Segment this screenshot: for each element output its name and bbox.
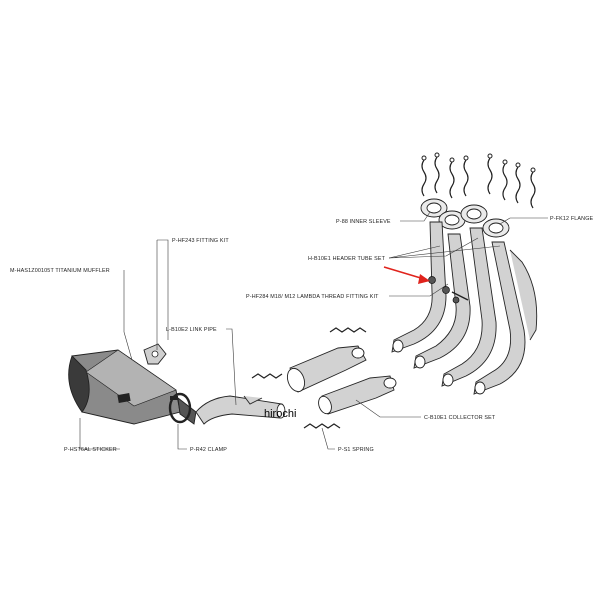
link-pipe	[195, 395, 286, 425]
header-tubes	[391, 221, 538, 395]
label-spring: P-S1 SPRING	[338, 447, 374, 453]
label-lambda-fitting-kit: P-HF284 M18/ M12 LAMBDA THREAD FITTING K…	[246, 294, 379, 300]
label-header-tube-set: H-B10E1 HEADER TUBE SET	[308, 256, 386, 262]
flanges	[420, 198, 510, 238]
fitting-kit	[143, 343, 167, 365]
collector-set	[286, 345, 397, 415]
leader-lines	[79, 211, 548, 450]
loose-springs	[251, 327, 367, 429]
label-titanium-muffler: M-HAS1Z00105T TITANIUM MUFFLER	[10, 268, 110, 274]
red-arrow-icon	[383, 266, 430, 284]
clamp	[168, 392, 192, 424]
label-fitting-kit: P-HF243 FITTING KIT	[172, 238, 229, 244]
watermark: hirochi	[264, 408, 296, 420]
titanium-muffler	[68, 349, 197, 425]
label-flange: P-FK12 FLANGE	[550, 216, 594, 222]
label-inner-sleeve: P-88 INNER SLEEVE	[336, 219, 391, 225]
label-clamp: P-R42 CLAMP	[190, 447, 227, 453]
label-link-pipe: L-B10E2 LINK PIPE	[166, 327, 217, 333]
header-springs	[421, 152, 536, 209]
label-collector-set: C-B10E1 COLLECTOR SET	[424, 415, 496, 421]
label-sticker: P-HST6AL STICKER	[64, 447, 117, 453]
